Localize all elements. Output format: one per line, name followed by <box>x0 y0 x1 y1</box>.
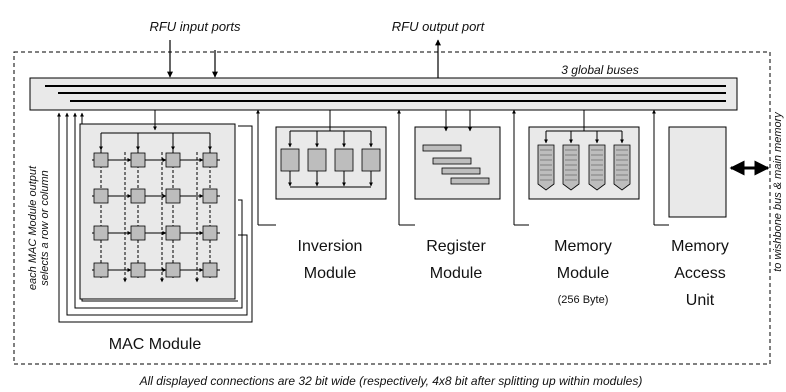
mac-cell <box>130 225 146 241</box>
register-bar <box>422 144 462 152</box>
mac-cell <box>93 262 109 278</box>
memory-bank <box>537 144 555 191</box>
mac-cell <box>165 188 181 204</box>
access-unit-label-2: Access <box>674 265 726 282</box>
memory-bank <box>562 144 580 191</box>
register-bars <box>422 144 490 185</box>
mac-cell <box>202 262 218 278</box>
mac-cell <box>202 188 218 204</box>
mac-cell <box>93 152 109 168</box>
access-unit-label-3: Unit <box>686 292 715 309</box>
wishbone-label: to wishbone bus & main memory <box>772 111 784 272</box>
inversion-module-label-1: Inversion <box>298 238 363 255</box>
register-bar <box>450 177 490 185</box>
mac-cell <box>202 152 218 168</box>
mac-cell <box>93 225 109 241</box>
inversion-cell <box>307 148 327 172</box>
mac-cell <box>165 225 181 241</box>
mac-module-label: MAC Module <box>109 336 202 353</box>
mac-cell <box>130 152 146 168</box>
memory-module-label-2: Module <box>557 265 610 282</box>
mac-cell <box>202 225 218 241</box>
inversion-cells <box>280 131 381 187</box>
mac-cell <box>165 152 181 168</box>
memory-access-unit-block <box>668 126 727 218</box>
memory-module-label-1: Memory <box>554 238 612 255</box>
access-unit-label-1: Memory <box>671 238 729 255</box>
memory-size-label: (256 Byte) <box>558 294 609 306</box>
memory-bank <box>588 144 606 191</box>
mac-cell <box>165 262 181 278</box>
register-bar <box>432 157 472 165</box>
register-bar <box>441 167 481 175</box>
memory-banks <box>537 131 631 191</box>
mac-note-line-1: each MAC Module output <box>27 165 39 290</box>
inversion-cell <box>334 148 354 172</box>
inversion-cell <box>361 148 381 172</box>
mac-feedback-lines <box>57 112 253 323</box>
inversion-cell <box>280 148 300 172</box>
rfu-boundary <box>13 51 771 365</box>
global-buses-label: 3 global buses <box>561 63 638 77</box>
inversion-module-label-2: Module <box>304 265 357 282</box>
input-ports-label: RFU input ports <box>149 19 241 34</box>
footer-note: All displayed connections are 32 bit wid… <box>139 374 643 388</box>
output-port-label: RFU output port <box>392 19 486 34</box>
register-module-label-2: Module <box>430 265 483 282</box>
mac-cell <box>130 262 146 278</box>
memory-bank <box>613 144 631 191</box>
mac-cell-grid <box>92 133 221 283</box>
mac-note-line-2: selects a row or column <box>39 170 51 286</box>
register-module-label-1: Register <box>426 238 486 255</box>
mac-cell <box>130 188 146 204</box>
mac-cell <box>93 188 109 204</box>
